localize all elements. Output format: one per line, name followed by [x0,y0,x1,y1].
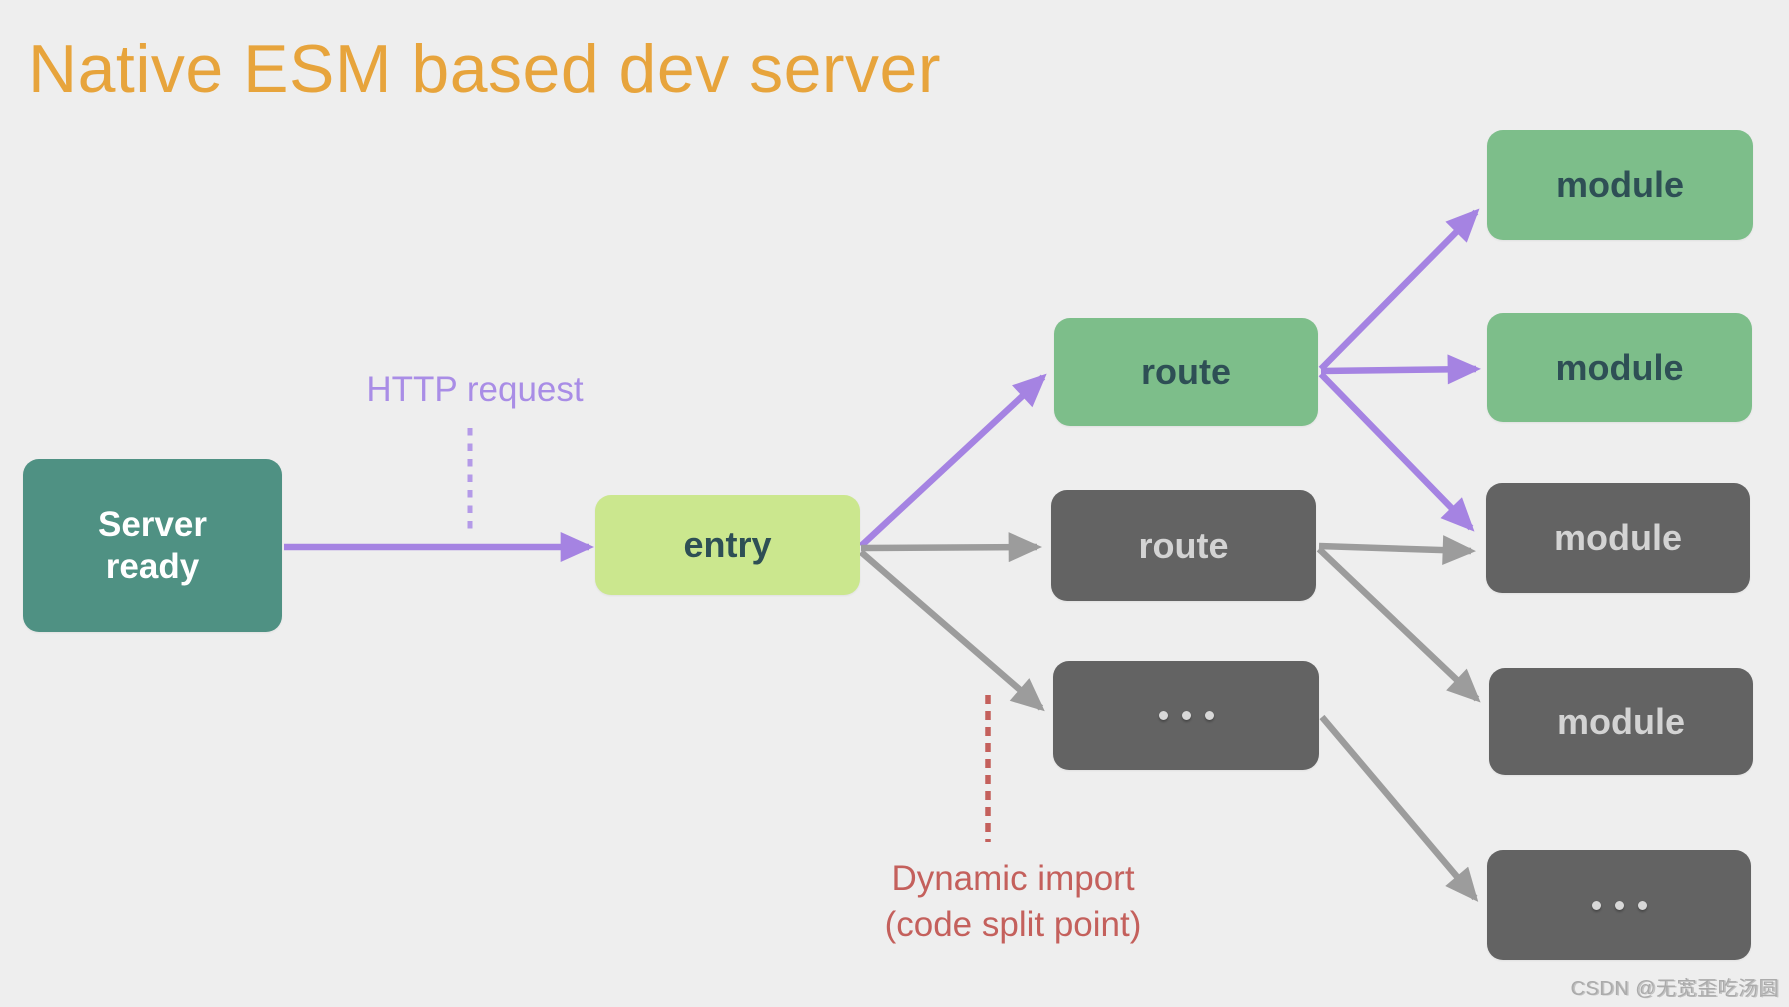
node-entry: entry [595,495,860,595]
watermark: CSDN @无宽歪吃汤圆 [1570,978,1779,1000]
server-ready-label-line2: ready [105,546,200,586]
dynamic-import-label-line1: Dynamic import [891,859,1135,898]
ellipsis-dot [1637,900,1647,910]
node-route-2: route [1051,490,1316,601]
http-request-label: HTTP request [366,370,584,409]
dynamic-import-label: Dynamic import (code split point) [830,856,1196,948]
ellipsis-dot [1181,711,1191,720]
ellipsis-dot [1591,900,1601,910]
server-ready-label-line1: Server [98,504,207,544]
edge-entry-to-route-1 [858,373,1047,549]
module-4-label: module [1556,700,1685,742]
dynamic-import-label-line2: (code split point) [884,905,1142,945]
node-module-4: module [1489,668,1753,775]
ellipsis-dot [1158,711,1168,720]
edge-route-2-to-module-3 [1318,535,1476,566]
ellipsis-dots [1585,900,1654,910]
edge-route-2-to-module-4 [1316,546,1481,703]
node-module-1: module [1487,130,1753,240]
ellipsis-dots [1152,711,1221,720]
edge-route-1-to-module-3 [1318,371,1475,532]
edge-entry-to-ellipsis-mid [858,549,1045,712]
edge-entry-to-route-2 [860,532,1042,563]
route-2-label: route [1138,524,1229,566]
node-ellipsis-mid [1053,661,1319,770]
node-server-ready: Server ready [23,459,282,632]
entry-label: entry [683,524,772,565]
node-route-1: route [1054,318,1318,426]
diagram-title: Native ESM based dev server [28,31,942,107]
route-1-label: route [1141,351,1231,392]
ellipsis-dot [1614,900,1624,910]
module-3-label: module [1553,517,1682,558]
ellipsis-dot [1204,711,1214,720]
module-1-label: module [1555,164,1684,205]
edge-ellipsis-mid-to-ellipsis-right [1319,714,1479,902]
module-2-label: module [1555,346,1684,388]
node-ellipsis-right [1487,850,1751,960]
node-module-3: module [1486,483,1750,593]
edge-route-1-to-module-1 [1318,208,1480,372]
node-module-2: module [1487,313,1752,422]
edge-route-1-to-module-2 [1320,354,1481,385]
